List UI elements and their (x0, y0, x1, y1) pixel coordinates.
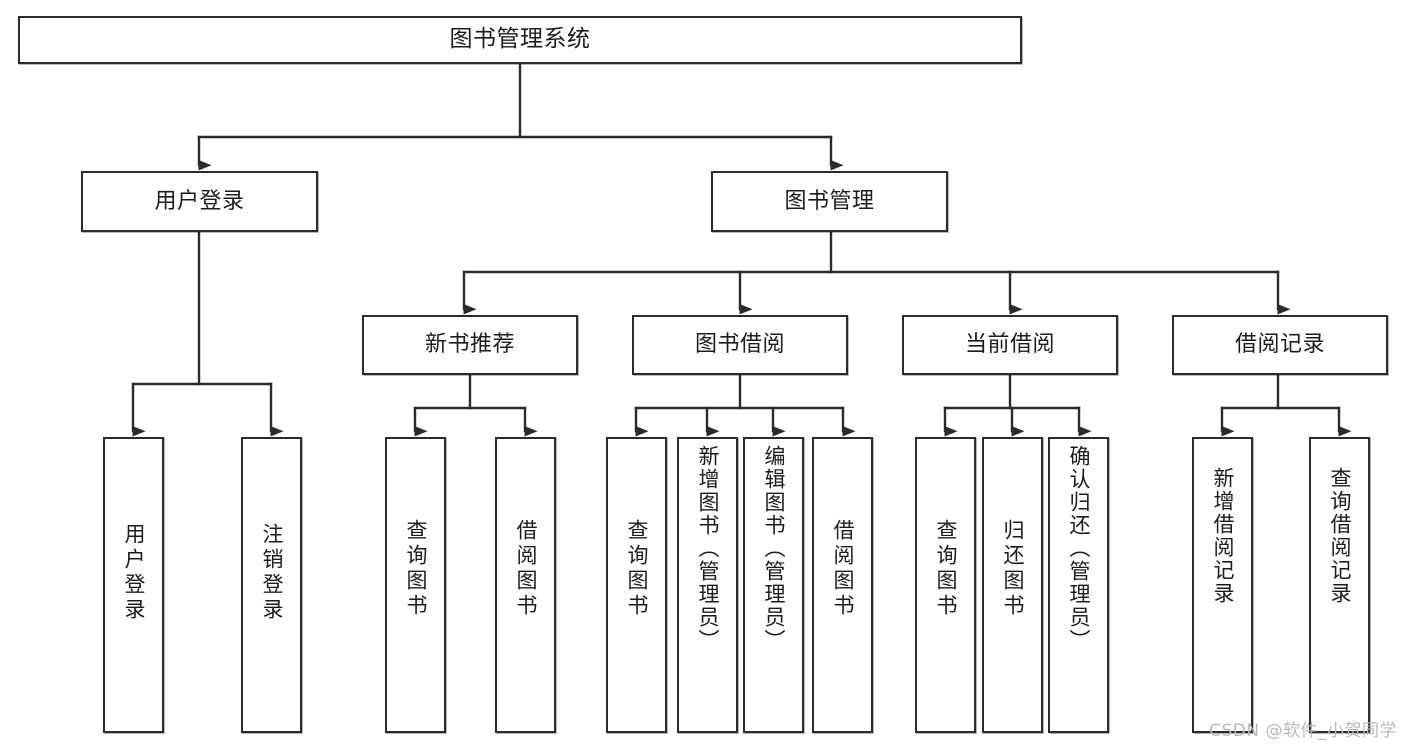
node-new-book-recommend[interactable]: 新书推荐 (362, 315, 578, 375)
node-leaf-confirm-return[interactable]: 确认归还（管理员） (1048, 437, 1109, 733)
node-label: 确认归还（管理员） (1067, 445, 1091, 652)
node-label: 用户登录 (154, 188, 245, 214)
node-leaf-add-book[interactable]: 新增图书（管理员） (677, 437, 738, 733)
node-label: 图书管理系统 (449, 26, 591, 53)
node-leaf-return-book[interactable]: 归还图书 (982, 437, 1043, 733)
node-book-borrow[interactable]: 图书借阅 (632, 315, 848, 375)
node-borrow-record[interactable]: 借阅记录 (1172, 315, 1388, 375)
node-leaf-add-record[interactable]: 新增借阅记录 (1192, 437, 1253, 733)
node-leaf-user-login[interactable]: 用户登录 (103, 437, 164, 733)
node-label: 当前借阅 (964, 332, 1055, 358)
node-label: 借阅图书 (514, 519, 538, 619)
node-leaf-edit-book[interactable]: 编辑图书（管理员） (743, 437, 804, 733)
node-label: 查询图书 (404, 519, 428, 619)
node-leaf-query-record[interactable]: 查询借阅记录 (1309, 437, 1370, 733)
node-leaf-query-book-3[interactable]: 查询图书 (915, 437, 976, 733)
node-label: 注销登录 (260, 523, 284, 623)
node-user-login[interactable]: 用户登录 (81, 171, 318, 232)
node-leaf-logout[interactable]: 注销登录 (241, 437, 302, 733)
node-book-manage[interactable]: 图书管理 (711, 171, 948, 232)
node-label: 图书借阅 (694, 332, 785, 358)
node-label: 图书管理 (784, 188, 875, 214)
csdn-watermark: CSDN @软件_小贺同学 (1209, 721, 1397, 741)
node-leaf-query-book-1[interactable]: 查询图书 (385, 437, 446, 733)
node-label: 新增图书（管理员） (696, 445, 720, 652)
node-leaf-borrow-book-1[interactable]: 借阅图书 (495, 437, 556, 733)
node-label: 新书推荐 (424, 332, 515, 358)
node-label: 借阅记录 (1234, 332, 1325, 358)
node-leaf-query-book-2[interactable]: 查询图书 (606, 437, 667, 733)
node-label: 归还图书 (1001, 519, 1025, 619)
node-label: 用户登录 (122, 523, 146, 623)
node-root-system[interactable]: 图书管理系统 (18, 16, 1022, 64)
node-label: 借阅图书 (831, 519, 855, 619)
node-current-borrow[interactable]: 当前借阅 (902, 315, 1118, 375)
node-label: 新增借阅记录 (1211, 467, 1235, 605)
node-label: 查询图书 (625, 519, 649, 619)
node-label: 查询借阅记录 (1328, 467, 1352, 605)
node-label: 查询图书 (934, 519, 958, 619)
node-label: 编辑图书（管理员） (762, 445, 786, 652)
node-leaf-borrow-book-2[interactable]: 借阅图书 (812, 437, 873, 733)
